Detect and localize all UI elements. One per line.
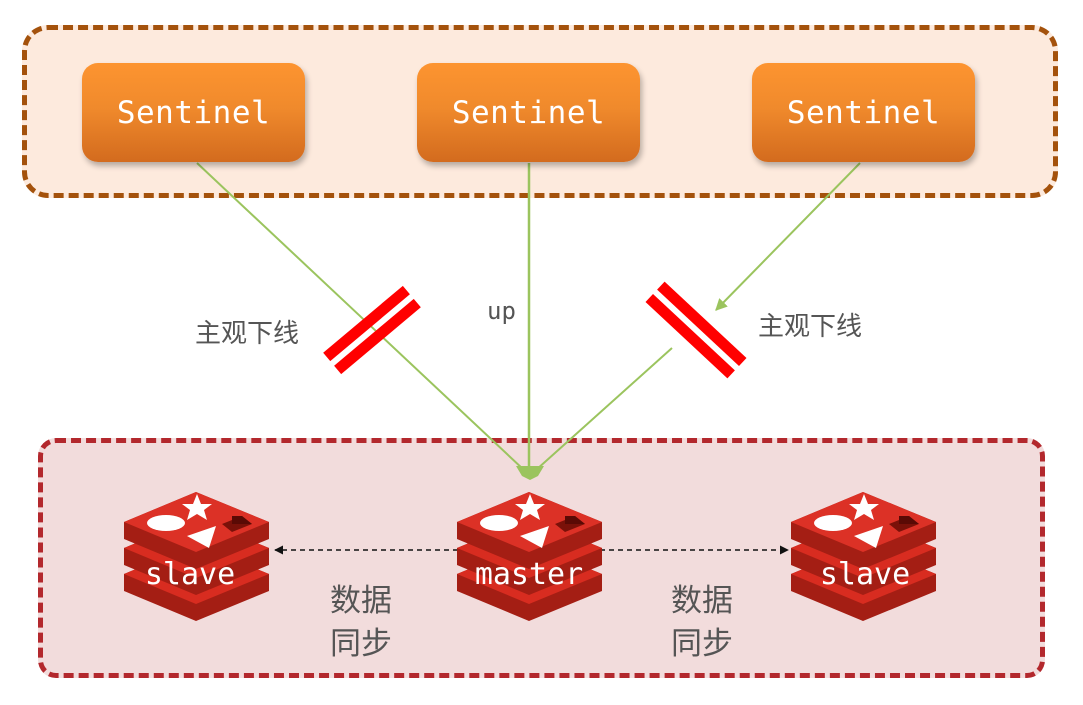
status-label-subjective-down-left: 主观下线 <box>195 319 300 349</box>
link-sentinel3-arrow <box>715 162 861 311</box>
sync-label-line2: 同步 <box>671 626 733 662</box>
sync-label-line2: 同步 <box>330 626 392 662</box>
link-sentinel1-master <box>196 162 525 471</box>
status-label-up: up <box>487 297 516 325</box>
down-marker-left-icon <box>323 285 421 375</box>
sentinel-node: Sentinel <box>752 63 975 162</box>
redis-slave-left: slave <box>124 492 269 621</box>
sentinel-node: Sentinel <box>82 63 305 162</box>
sync-label-right: 数据 同步 <box>662 580 742 666</box>
sync-label-line1: 数据 <box>671 583 733 619</box>
status-label-subjective-down-right: 主观下线 <box>758 312 863 342</box>
master-arrowhead-icon <box>516 466 544 480</box>
redis-node-label: slave <box>820 557 910 592</box>
redis-node-label: slave <box>145 557 235 592</box>
sync-label-line1: 数据 <box>330 583 392 619</box>
sentinel-node: Sentinel <box>417 63 640 162</box>
redis-node-label: master <box>475 557 583 592</box>
sync-label-left: 数据 同步 <box>321 580 401 666</box>
redis-master: master <box>457 492 602 621</box>
link-master-sentinel3 <box>535 347 673 471</box>
down-marker-right-icon <box>645 281 747 379</box>
redis-slave-right: slave <box>791 492 936 621</box>
